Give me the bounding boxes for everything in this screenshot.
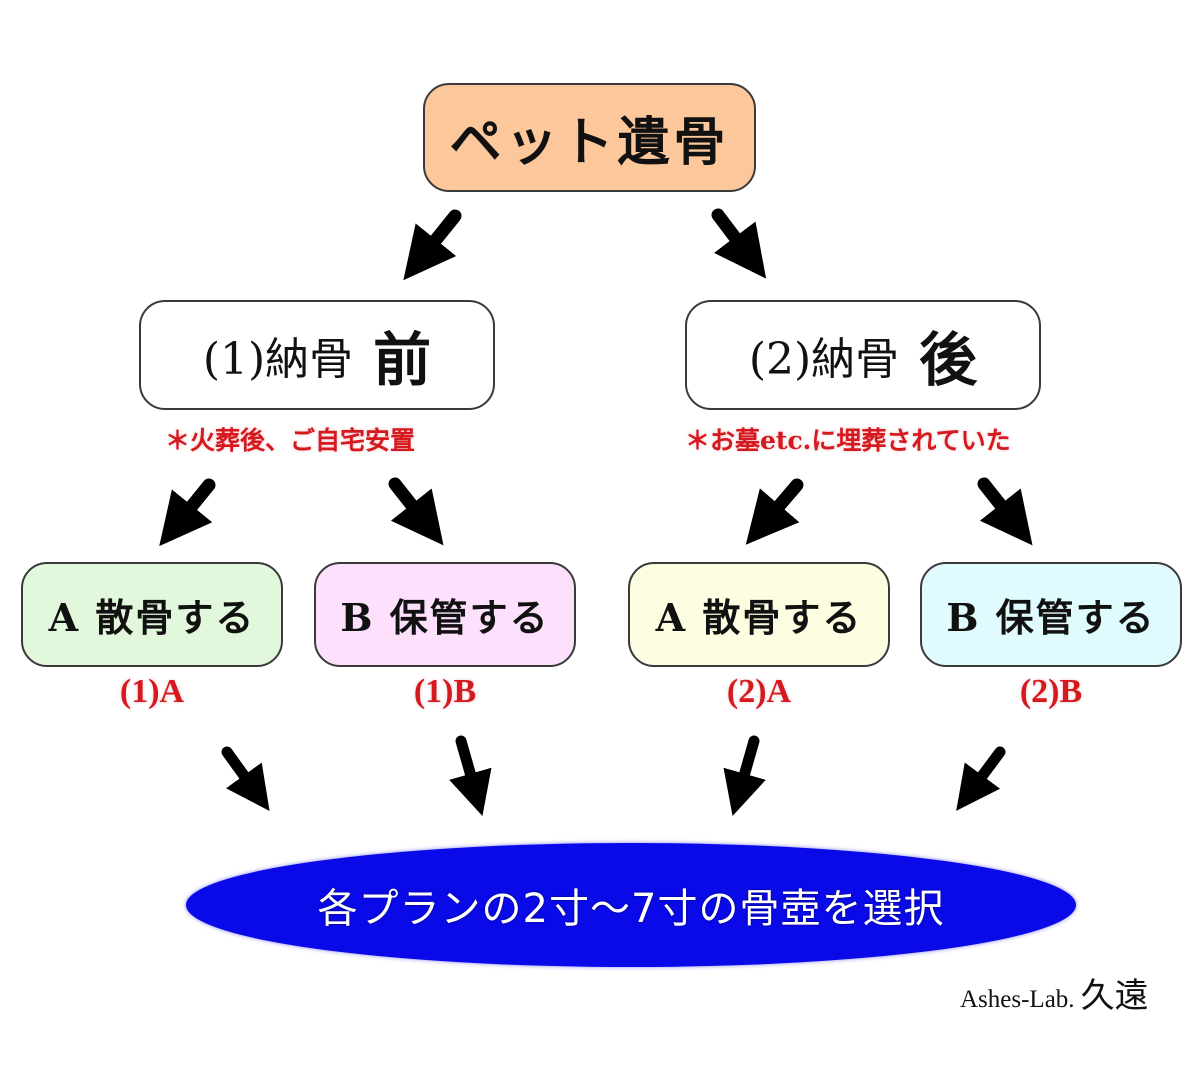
option-label: A 散骨する (655, 595, 863, 640)
option-node-2a-scatter: A 散骨する (628, 562, 890, 667)
option-label: B 保管する (946, 595, 1156, 640)
result-node-select-urn: 各プランの2寸〜7寸の骨壺を選択 (186, 843, 1076, 967)
option-node-1b-keep: B 保管する (314, 562, 576, 667)
arrow-after-to-2b (977, 477, 1033, 546)
arrow-root-to-after (711, 208, 767, 279)
branch-emphasis: 後 (919, 326, 978, 394)
branch-node-after-interment: (2)納骨後 (685, 300, 1041, 410)
result-label: 各プランの2寸〜7寸の骨壺を選択 (317, 886, 945, 932)
arrow-2a-to-result (723, 735, 766, 817)
root-node-pet-remains: ペット遺骨 (423, 83, 756, 192)
arrow-2b-to-result (956, 746, 1006, 811)
option-tag-2a: (2)A (726, 673, 792, 710)
arrow-after-to-2a (745, 478, 804, 545)
option-tag-1b: (1)B (413, 673, 477, 710)
option-tag-2b: (2)B (1019, 673, 1083, 710)
option-node-1a-scatter: A 散骨する (21, 562, 283, 667)
option-node-2b-keep: B 保管する (920, 562, 1182, 667)
option-label: A 散骨する (48, 595, 256, 640)
branch-note-before: ＊火葬後、ご自宅安置 (165, 426, 416, 455)
arrow-1b-to-result (449, 735, 492, 817)
option-label: B 保管する (340, 595, 550, 640)
credit-brand: Ashes-Lab. (960, 986, 1075, 1013)
arrow-before-to-1a (159, 478, 216, 547)
branch-prefix: (1)納骨 (202, 334, 354, 385)
root-node-label: ペット遺骨 (449, 112, 730, 173)
credit: Ashes-Lab.久遠 (960, 968, 1149, 1017)
branch-emphasis: 前 (373, 326, 432, 394)
arrow-before-to-1b (388, 477, 444, 546)
arrow-root-to-before (403, 209, 462, 281)
credit-name: 久遠 (1080, 976, 1149, 1016)
option-tag-1a: (1)A (119, 673, 185, 710)
branch-prefix: (2)納骨 (748, 334, 900, 385)
branch-note-after: ＊お墓etc.に埋葬されていた (685, 426, 1011, 455)
branch-node-before-interment: (1)納骨前 (139, 300, 495, 410)
arrow-1a-to-result (221, 746, 270, 812)
